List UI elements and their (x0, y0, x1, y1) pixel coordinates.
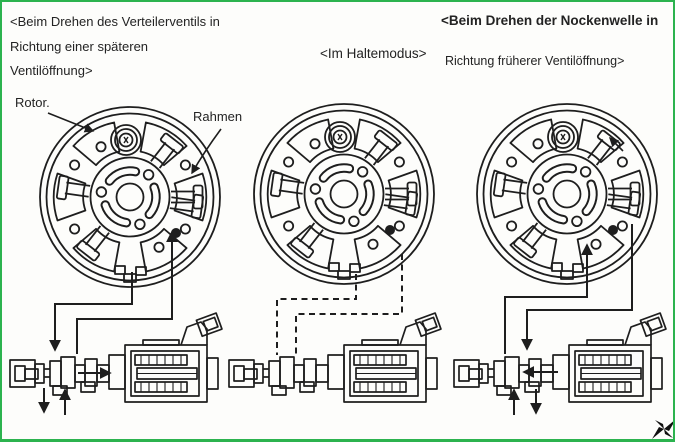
frame-leader-arrow (191, 128, 222, 175)
vtc-actuator-right-icon (477, 104, 657, 284)
oil-line-return-left (49, 272, 133, 352)
caption-left-line1: <Beim Drehen des Verteilerventils in (10, 14, 220, 29)
caption-left-line2: Richtung einer späteren (10, 38, 149, 54)
diagram-retard (9, 107, 223, 415)
caption-middle: <Im Haltemodus> (320, 46, 427, 61)
solenoid-valve-left-icon (9, 312, 223, 403)
oil-line-supply-left (76, 230, 178, 354)
rotor-leader-arrow (47, 112, 95, 133)
oil-line-supply-right (504, 243, 593, 354)
diagram-hold (228, 104, 442, 403)
oil-line-return-right (521, 224, 633, 351)
caption-right-line2: Richtung früherer Ventilöffnung> (445, 54, 625, 68)
rotation-arrow-right (608, 136, 624, 152)
vtc-actuator-left-icon (40, 107, 220, 287)
watermark-icon (652, 420, 673, 439)
caption-left: <Beim Drehen des Verteilerventils in Ric… (10, 10, 220, 84)
oil-line-blocked-a (276, 274, 357, 355)
label-frame: Rahmen (193, 109, 243, 124)
caption-left-line3: Ventilöffnung> (10, 63, 93, 78)
vtc-actuator-middle-icon (254, 104, 434, 284)
solenoid-valve-right-icon (453, 312, 667, 403)
diagram-advance (453, 104, 667, 415)
label-rotor: Rotor. (15, 95, 50, 110)
solenoid-valve-middle-icon (228, 312, 442, 403)
caption-right-line1: <Beim Drehen der Nockenwelle in (441, 13, 659, 28)
